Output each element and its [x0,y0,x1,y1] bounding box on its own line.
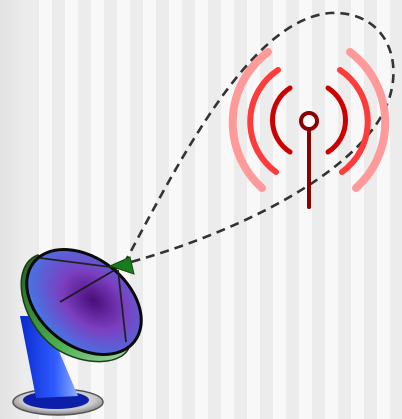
feed-arm-top [39,257,119,269]
feed-horn [108,256,135,275]
wave-outer-left [228,48,272,192]
feed-arm-center [59,267,119,303]
feed-arm-bottom [117,269,127,343]
signal-beam [121,11,395,267]
wave-inner-left [270,85,293,155]
dish-mount [20,316,78,398]
wave-middle-left [247,67,281,175]
radio-tower-icon [228,48,390,209]
wave-outer-right [346,48,390,192]
wave-middle-right [337,67,371,175]
satellite-dish-icon [12,248,143,416]
antenna-tip [299,111,319,131]
wave-inner-right [325,85,348,155]
